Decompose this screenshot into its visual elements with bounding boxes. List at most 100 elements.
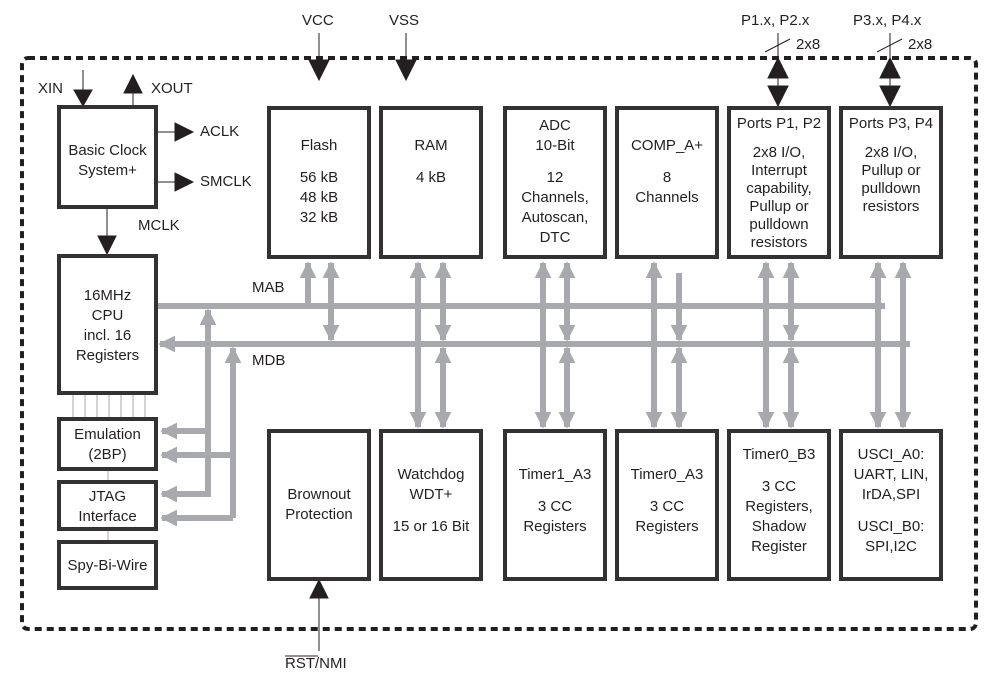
flash-size-48: 48 kB [299, 189, 339, 206]
xin-arrow-icon [73, 89, 93, 108]
p12-bus-slash [764, 38, 791, 53]
brownout-line-1: Brownout [287, 486, 351, 503]
timer1a3-line-2: Registers [523, 518, 587, 535]
emulation-line-2: (2BP) [88, 446, 127, 463]
signal-arrows [73, 33, 903, 651]
comp-line-1: 8 [662, 169, 672, 186]
watchdog-bits: 15 or 16 Bit [392, 518, 470, 535]
xout-arrow-icon [123, 73, 143, 94]
mclk-label: MCLK [138, 217, 180, 234]
ports12-line-1: 2x8 I/O, [752, 144, 806, 161]
ports12-line-6: resistors [750, 234, 808, 251]
smclk-label: SMCLK [200, 173, 252, 190]
p12-arrow-up-icon [767, 56, 789, 79]
ports12-title: Ports P1, P2 [736, 115, 822, 132]
cpu-line-3: incl. 16 [83, 327, 132, 344]
vcc-arrow-icon [308, 59, 330, 82]
nmi-label: /NMI [315, 655, 347, 672]
usci-b0-title: USCI_B0: [857, 518, 925, 535]
watchdog-block: Watchdog WDT+ 15 or 16 Bit [379, 429, 483, 581]
timer0b3-title: Timer0_B3 [742, 446, 816, 463]
ports34-line-1: 2x8 I/O, [864, 144, 918, 161]
clock-line-2: System+ [78, 162, 137, 179]
xin-label: XIN [38, 80, 64, 97]
adc-line-3: Autoscan, [521, 209, 589, 226]
chip-boundary [20, 56, 978, 631]
usci-a0-title: USCI_A0: [857, 446, 925, 463]
aclk-label: ACLK [200, 123, 240, 140]
xout-label: XOUT [151, 80, 193, 97]
ports12-line-5: pulldown [749, 216, 809, 233]
smclk-arrow-icon [174, 172, 195, 192]
adc-block: ADC 10-Bit 12 Channels, Autoscan, DTC [503, 106, 607, 259]
emulation-line-1: Emulation [74, 426, 141, 443]
adc-line-4: DTC [539, 229, 571, 246]
jtag-line-2: Interface [78, 508, 137, 525]
timer0b3-line-2: Registers, [745, 498, 813, 515]
adc-line-1: 12 [546, 169, 564, 186]
flash-block: Flash 56 kB 48 kB 32 kB [267, 106, 371, 259]
jtag-line-1: JTAG [88, 488, 127, 505]
timer0b3-line-4: Register [751, 538, 807, 555]
ports12-line-2: Interrupt [751, 162, 807, 179]
cpu-emulation-wires [72, 395, 146, 540]
ram-block: RAM 4 kB [379, 106, 483, 259]
spy-bi-wire-label: Spy-Bi-Wire [67, 557, 148, 574]
timer0a3-line-1: 3 CC [649, 498, 685, 515]
ports12-line-4: Pullup or [749, 198, 809, 215]
comp-line-2: Channels [635, 189, 699, 206]
ports12-line-3: capability, [746, 180, 812, 197]
cpu-line-1: 16MHz [83, 287, 132, 304]
usci-b0-line-1: SPI,I2C [865, 538, 917, 555]
timer0b3-line-3: Shadow [751, 518, 807, 535]
spy-bi-wire-block: Spy-Bi-Wire [57, 540, 158, 590]
timer0-a3-block: Timer0_A3 3 CC Registers [615, 429, 719, 581]
flash-size-56: 56 kB [299, 169, 339, 186]
p12-arrow-down-icon [767, 85, 789, 108]
ports-p1-p2-block: Ports P1, P2 2x8 I/O, Interrupt capabili… [727, 106, 831, 259]
watchdog-subtitle: WDT+ [409, 486, 453, 503]
watchdog-title: Watchdog [397, 466, 465, 483]
timer0a3-line-2: Registers [635, 518, 699, 535]
ram-size: 4 kB [415, 169, 446, 186]
ports-p3-p4-block: Ports P3, P4 2x8 I/O, Pullup or pulldown… [839, 106, 943, 259]
timer0b3-line-1: 3 CC [761, 478, 797, 495]
ram-title: RAM [414, 137, 448, 154]
ports34-line-4: resistors [862, 198, 920, 215]
brownout-line-2: Protection [285, 506, 353, 523]
ports34-line-3: pulldown [861, 180, 921, 197]
p34-width-label: 2x8 [908, 36, 933, 53]
usci-a0-line-1: UART, LIN, [853, 466, 929, 483]
timer1-a3-block: Timer1_A3 3 CC Registers [503, 429, 607, 581]
flash-size-32: 32 kB [299, 209, 339, 226]
timer0a3-title: Timer0_A3 [630, 466, 704, 483]
timer1a3-line-1: 3 CC [537, 498, 573, 515]
usci-a0-line-2: IrDA,SPI [861, 486, 921, 503]
cpu-line-4: Registers [75, 347, 140, 364]
cpu-block: 16MHz CPU incl. 16 Registers [57, 254, 158, 395]
timer1a3-title: Timer1_A3 [518, 466, 592, 483]
vss-label: VSS [389, 12, 420, 29]
adc-title: ADC [539, 117, 571, 134]
bus-lines [157, 261, 912, 527]
timer0-b3-block: Timer0_B3 3 CC Registers, Shadow Registe… [727, 429, 831, 581]
jtag-block: JTAG Interface [57, 480, 158, 531]
p34-arrow-down-icon [879, 85, 901, 108]
adc-line-2: Channels, [521, 189, 589, 206]
vss-arrow-icon [395, 59, 417, 82]
usci-block: USCI_A0: UART, LIN, IrDA,SPI USCI_B0: SP… [839, 429, 943, 581]
p12-label: P1.x, P2.x [741, 12, 810, 29]
comp-title: COMP_A+ [630, 137, 704, 154]
vcc-label: VCC [302, 12, 334, 29]
brownout-block: Brownout Protection [267, 429, 371, 581]
rst-arrow-icon [309, 578, 329, 599]
p12-width-label: 2x8 [796, 36, 821, 53]
mclk-arrow-icon [97, 235, 117, 256]
basic-clock-block: Basic Clock System+ [57, 105, 158, 209]
cpu-line-2: CPU [91, 307, 124, 324]
comp-a-block: COMP_A+ 8 Channels [615, 106, 719, 259]
flash-title: Flash [300, 137, 338, 154]
rst-nmi-label: RST/NMI [285, 655, 347, 673]
rst-label: RST [285, 655, 315, 672]
